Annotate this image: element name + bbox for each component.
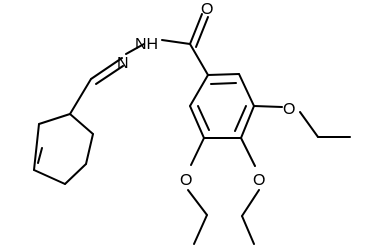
ethoxy-group-position-4 — [240, 137, 260, 245]
carbonyl-oxygen-label: O — [201, 1, 213, 18]
bond-benzene-inner-a — [210, 82, 237, 85]
amide-nh-label: NH — [135, 36, 158, 53]
bond-ring-c1-c2 — [69, 113, 94, 135]
hydrazone-n-label: N — [117, 55, 129, 72]
bond-nh-carbonyl — [161, 39, 191, 45]
bond-ch-n-double-b — [95, 65, 124, 85]
bond-ch2-ch3-4 — [241, 215, 255, 245]
bond-benzene-2-3 — [238, 73, 255, 107]
amide-group — [161, 13, 209, 76]
bond-benzene-6-1 — [189, 74, 209, 107]
ethoxy-oxygen-5-label: O — [180, 172, 192, 189]
bond-ring-c5-c6 — [33, 123, 40, 171]
bond-carbonyl-double-b — [195, 16, 209, 48]
ethoxy-oxygen-3-label: O — [283, 101, 295, 118]
bond-ring-c4-c5 — [33, 169, 66, 185]
bond-ch-n-double-a — [90, 57, 123, 80]
bond-o3-ch2 — [299, 111, 319, 138]
bond-carbonyl-to-ring — [189, 43, 209, 76]
ethoxy-oxygen-4-label: O — [253, 172, 265, 189]
bond-benzene-1-2 — [207, 73, 240, 76]
bond-ring-o3 — [253, 105, 283, 108]
ethoxy-group-position-3 — [253, 105, 351, 138]
bond-ring-double-inner — [37, 147, 43, 164]
benzene-ring — [189, 73, 255, 139]
bond-carbonyl-double-a — [189, 13, 203, 45]
bond-ring-to-ch — [69, 78, 92, 115]
hydrazone-linker — [69, 43, 145, 115]
cyclohexene-ring — [33, 113, 94, 185]
bond-ring-o5 — [190, 137, 205, 166]
bond-ring-c3-c4 — [64, 163, 87, 185]
bond-o5-ch2 — [187, 189, 208, 216]
bond-ch2-ch3-5 — [193, 214, 208, 245]
bond-benzene-inner-b — [234, 105, 247, 132]
bond-benzene-3-4 — [240, 105, 255, 139]
bond-ring-c2-c3 — [85, 133, 94, 165]
bond-ring-c1-c6 — [38, 113, 71, 125]
bond-benzene-inner-c — [197, 105, 210, 131]
ethoxy-group-position-5 — [187, 137, 208, 245]
bond-ring-o4 — [240, 137, 256, 167]
bond-o4-ch2 — [241, 189, 260, 217]
bond-n-nh — [125, 43, 145, 55]
bond-benzene-5-6 — [189, 105, 205, 139]
